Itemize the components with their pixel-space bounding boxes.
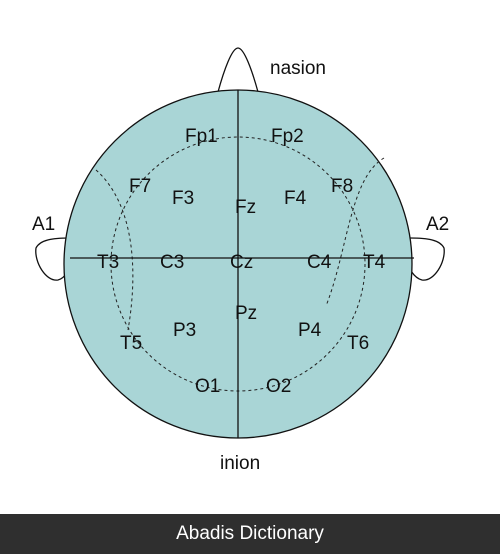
label-a1: A1	[32, 214, 55, 235]
nose-outline	[217, 47, 259, 93]
electrode-cz: Cz	[230, 252, 253, 273]
electrode-p4: P4	[298, 320, 322, 341]
electrode-fz: Fz	[235, 197, 256, 218]
electrode-f3: F3	[172, 188, 194, 209]
electrode-o2: O2	[266, 376, 291, 397]
electrode-f8: F8	[331, 176, 353, 197]
electrode-t5: T5	[120, 333, 142, 354]
electrode-t6: T6	[347, 333, 369, 354]
electrode-c4: C4	[307, 252, 332, 273]
electrode-t3: T3	[97, 252, 119, 273]
label-inion: inion	[220, 453, 260, 474]
eeg-10-20-diagram: nasion inion A1 A2 Fp1 Fp2 F7 F3 Fz F4 F…	[32, 47, 449, 474]
electrode-fp1: Fp1	[185, 126, 218, 147]
electrode-f7: F7	[129, 176, 151, 197]
footer-label: Abadis Dictionary	[176, 523, 324, 544]
electrode-c3: C3	[160, 252, 184, 273]
electrode-t4: T4	[363, 252, 386, 273]
watermark-footer: Abadis Dictionary	[0, 514, 500, 554]
right-temporal-dashed-arc	[325, 157, 385, 307]
left-temporal-dashed-arc	[95, 169, 134, 331]
label-nasion: nasion	[270, 58, 326, 79]
electrode-o1: O1	[195, 376, 220, 397]
label-a2: A2	[426, 214, 449, 235]
electrode-fp2: Fp2	[271, 126, 304, 147]
electrode-p3: P3	[173, 320, 196, 341]
electrode-f4: F4	[284, 188, 307, 209]
electrode-pz: Pz	[235, 303, 257, 324]
